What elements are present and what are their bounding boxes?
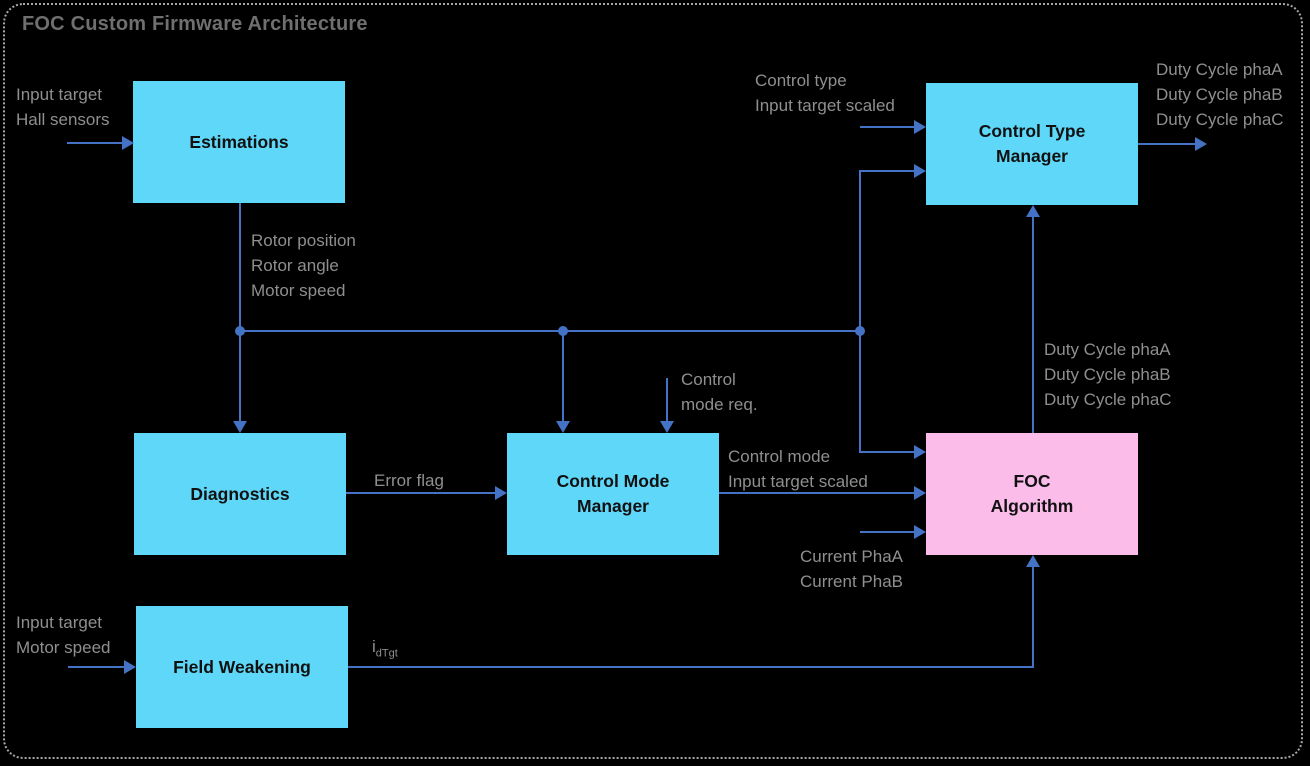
block-field-weakening-label: Field Weakening [173,656,311,677]
connector-bus-to-control-mode-manager [562,331,564,421]
connector-bus-to-foc-h [859,451,914,453]
diagram-title: FOC Custom Firmware Architecture [22,13,368,35]
block-foc-algorithm-label-line2: Algorithm [990,496,1074,516]
arrowhead-into-estimations [122,136,134,150]
block-control-type-manager-label-line2: Manager [996,146,1068,166]
arrowhead-control-mode-request [660,421,674,433]
block-diagnostics-label: Diagnostics [190,483,290,504]
arrowhead-into-control-mode-manager-left [556,421,570,433]
connector-control-type-manager-output [1138,143,1195,145]
slide-dotted-border [3,3,1303,759]
block-control-mode-manager-label-line1: Control Mode [556,471,670,491]
connector-estimations-down [239,203,241,331]
connector-bus-to-control-type-manager-h [859,170,914,172]
block-diagnostics: Diagnostics [134,433,346,555]
connector-bus-down-to-foc [859,331,861,452]
connector-input-to-control-type-manager [860,126,914,128]
block-control-type-manager: Control Type Manager [926,83,1138,205]
annotation-estimations-inputs: Input target Hall sensors [16,85,110,129]
arrowhead-into-foc-second [914,486,926,500]
annotation-id-target: idTgt [372,637,398,660]
block-control-type-manager-label-line1: Control Type [978,121,1086,141]
annotation-error-flag: Error flag [374,471,444,490]
connector-field-weakening-output-h [348,666,1034,668]
connector-control-mode-manager-to-foc [719,492,914,494]
annotation-current-inputs: Current PhaA Current PhaB [800,547,903,591]
arrowhead-into-control-type-manager-bottom [1026,205,1040,217]
annotation-control-mode-outputs: Control mode Input target scaled [728,447,868,491]
block-foc-algorithm-label-line1: FOC [1013,471,1051,491]
annotation-duty-cycle-internal: Duty Cycle phaA Duty Cycle phaB Duty Cyc… [1044,340,1172,409]
annotation-duty-cycle-outputs: Duty Cycle phaA Duty Cycle phaB Duty Cyc… [1156,60,1284,129]
arrowhead-into-control-type-manager-lower [914,164,926,178]
annotation-field-weakening-inputs: Input target Motor speed [16,613,111,657]
block-estimations: Estimations [133,81,345,203]
block-control-mode-manager: Control Mode Manager [507,433,719,555]
connector-estimations-bus [239,330,861,332]
connector-field-weakening-output-v [1032,567,1034,668]
arrowhead-error-flag [495,486,507,500]
arrowhead-into-foc-first [914,445,926,459]
arrowhead-into-foc-third [914,525,926,539]
connector-bus-to-diagnostics [239,331,241,421]
connector-currents-to-foc [860,531,914,533]
connector-input-to-estimations [67,142,122,144]
block-control-mode-manager-label-line2: Manager [577,496,649,516]
connector-foc-to-control-type-manager [1032,217,1034,433]
annotation-estimations-outputs: Rotor position Rotor angle Motor speed [251,231,356,300]
block-foc-algorithm: FOC Algorithm [926,433,1138,555]
connector-bus-up-to-control-type-manager [859,171,861,331]
arrowhead-into-control-type-manager-upper [914,120,926,134]
arrowhead-duty-cycle-output [1195,137,1207,151]
annotation-control-type-inputs: Control type Input target scaled [755,71,895,115]
block-estimations-label: Estimations [189,131,289,152]
arrowhead-into-diagnostics [233,421,247,433]
arrowhead-into-field-weakening [124,660,136,674]
arrowhead-into-foc-bottom [1026,555,1040,567]
block-field-weakening: Field Weakening [136,606,348,728]
connector-diagnostics-to-control-mode-manager [346,492,495,494]
annotation-control-mode-request: Control mode req. [681,370,758,414]
connector-input-to-field-weakening [68,666,124,668]
connector-control-mode-request [666,378,668,421]
